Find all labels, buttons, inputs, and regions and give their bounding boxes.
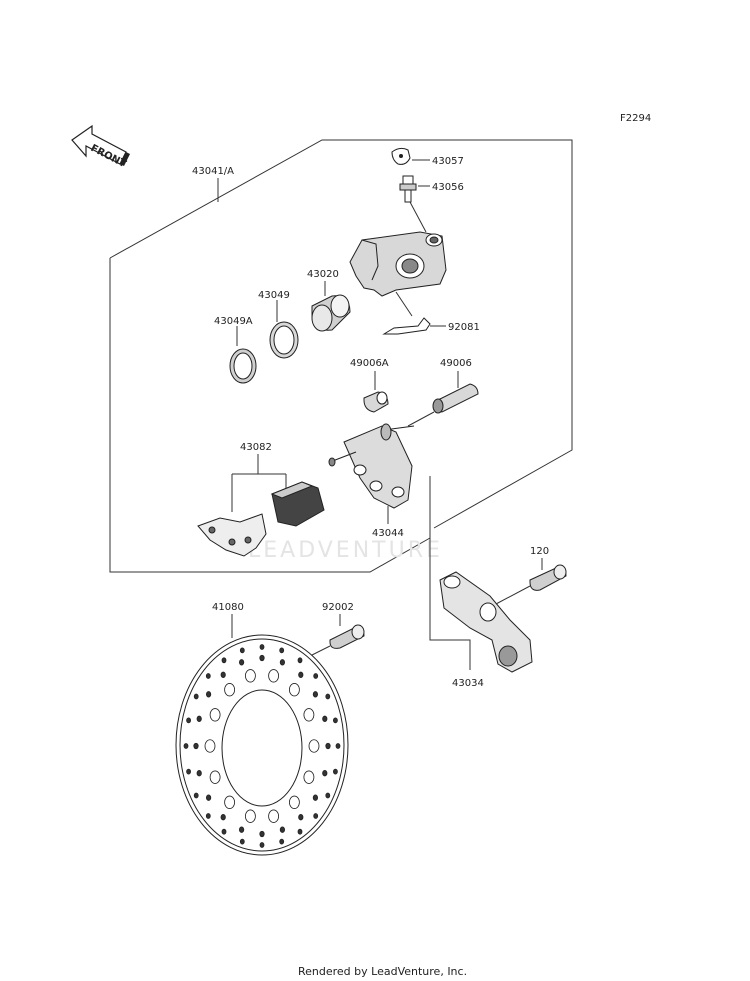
disc-hole xyxy=(268,669,280,683)
disc-hole xyxy=(244,669,256,683)
disc-hole xyxy=(297,657,303,664)
label-49006: 49006 xyxy=(440,358,472,369)
brake-disc-icon xyxy=(175,634,349,856)
caliper-assembly-boundary xyxy=(109,139,573,573)
disc-hole xyxy=(206,794,212,801)
disc-hole xyxy=(335,743,341,749)
disc-hole xyxy=(259,842,265,848)
disc-hole xyxy=(288,795,300,809)
bleeder-valve-icon xyxy=(399,175,417,203)
disc-hole xyxy=(205,813,211,819)
brake-pad-front-icon xyxy=(270,481,325,527)
watermark: LEADVENTURE xyxy=(248,538,443,563)
piston-seal-icon xyxy=(269,321,299,359)
disc-hole xyxy=(297,828,303,835)
piston-icon xyxy=(311,294,351,332)
dust-seal-icon xyxy=(229,348,257,384)
disc-hole xyxy=(193,693,199,700)
disc-hole xyxy=(221,657,227,664)
label-92002: 92002 xyxy=(322,602,354,613)
disc-hole xyxy=(209,708,221,722)
disc-hole xyxy=(279,659,285,666)
disc-hole xyxy=(303,708,315,722)
disc-hole xyxy=(312,691,318,698)
label-43041a: 43041/A xyxy=(192,166,234,177)
disc-hole xyxy=(196,770,202,777)
disc-hole xyxy=(322,715,328,722)
disc-hole xyxy=(244,809,256,823)
disc-hole xyxy=(239,659,245,666)
disc-hole xyxy=(206,691,212,698)
disc-bolt-icon xyxy=(329,624,365,649)
caliper-bracket-icon xyxy=(439,571,533,673)
disc-hole xyxy=(308,739,320,753)
figure-code: F2294 xyxy=(620,113,651,124)
label-43020: 43020 xyxy=(307,269,339,280)
disc-hole xyxy=(259,654,265,662)
disc-hole xyxy=(221,828,227,835)
label-41080: 41080 xyxy=(212,602,244,613)
disc-hole xyxy=(332,717,338,724)
disc-hole xyxy=(209,770,221,784)
slide-pin-icon xyxy=(407,383,479,427)
label-43057: 43057 xyxy=(432,156,464,167)
disc-hole xyxy=(313,813,319,819)
disc-hole xyxy=(332,768,338,775)
disc-hole xyxy=(279,826,285,833)
disc-hole xyxy=(196,715,202,722)
disc-hole xyxy=(259,830,265,838)
bolt-120-icon xyxy=(529,564,567,591)
disc-hole xyxy=(205,673,211,679)
disc-hole xyxy=(325,693,331,700)
label-43056: 43056 xyxy=(432,182,464,193)
label-43049a: 43049A xyxy=(214,316,253,327)
disc-hole xyxy=(298,671,304,678)
disc-hole xyxy=(312,794,318,801)
disc-hole xyxy=(224,683,236,697)
disc-hole xyxy=(288,683,300,697)
disc-hole xyxy=(325,742,331,750)
label-49006a: 49006A xyxy=(350,358,389,369)
disc-hole xyxy=(193,792,199,799)
disc-hole xyxy=(193,742,199,750)
disc-hole xyxy=(186,717,192,724)
disc-hole xyxy=(239,826,245,833)
disc-hole xyxy=(279,647,285,654)
disc-hole xyxy=(322,770,328,777)
disc-hole xyxy=(183,743,189,749)
caliper-holder-icon xyxy=(328,423,415,509)
footer-credit: Rendered by LeadVenture, Inc. xyxy=(298,965,467,978)
disc-hole xyxy=(325,792,331,799)
boot-icon xyxy=(363,391,389,413)
disc-hole xyxy=(259,644,265,650)
caliper-body-icon xyxy=(349,231,447,297)
disc-hole xyxy=(220,814,226,821)
disc-hole xyxy=(239,647,245,654)
label-92081: 92081 xyxy=(448,322,480,333)
disc-hole xyxy=(313,673,319,679)
front-arrow-icon: FRONT xyxy=(71,124,130,170)
label-43082: 43082 xyxy=(240,442,272,453)
disc-hole xyxy=(204,739,216,753)
disc-hole xyxy=(220,671,226,678)
disc-hole xyxy=(186,768,192,775)
disc-hole xyxy=(279,838,285,845)
label-43034: 43034 xyxy=(452,678,484,689)
disc-hole xyxy=(224,795,236,809)
pin-clip-icon xyxy=(391,147,411,165)
disc-hole xyxy=(268,809,280,823)
disc-hole xyxy=(303,770,315,784)
label-43049: 43049 xyxy=(258,290,290,301)
disc-hole xyxy=(239,838,245,845)
label-120: 120 xyxy=(530,546,549,557)
pad-spring-icon xyxy=(382,317,431,335)
disc-hole xyxy=(298,814,304,821)
label-43044: 43044 xyxy=(372,528,404,539)
brake-pad-back-icon xyxy=(197,513,267,557)
